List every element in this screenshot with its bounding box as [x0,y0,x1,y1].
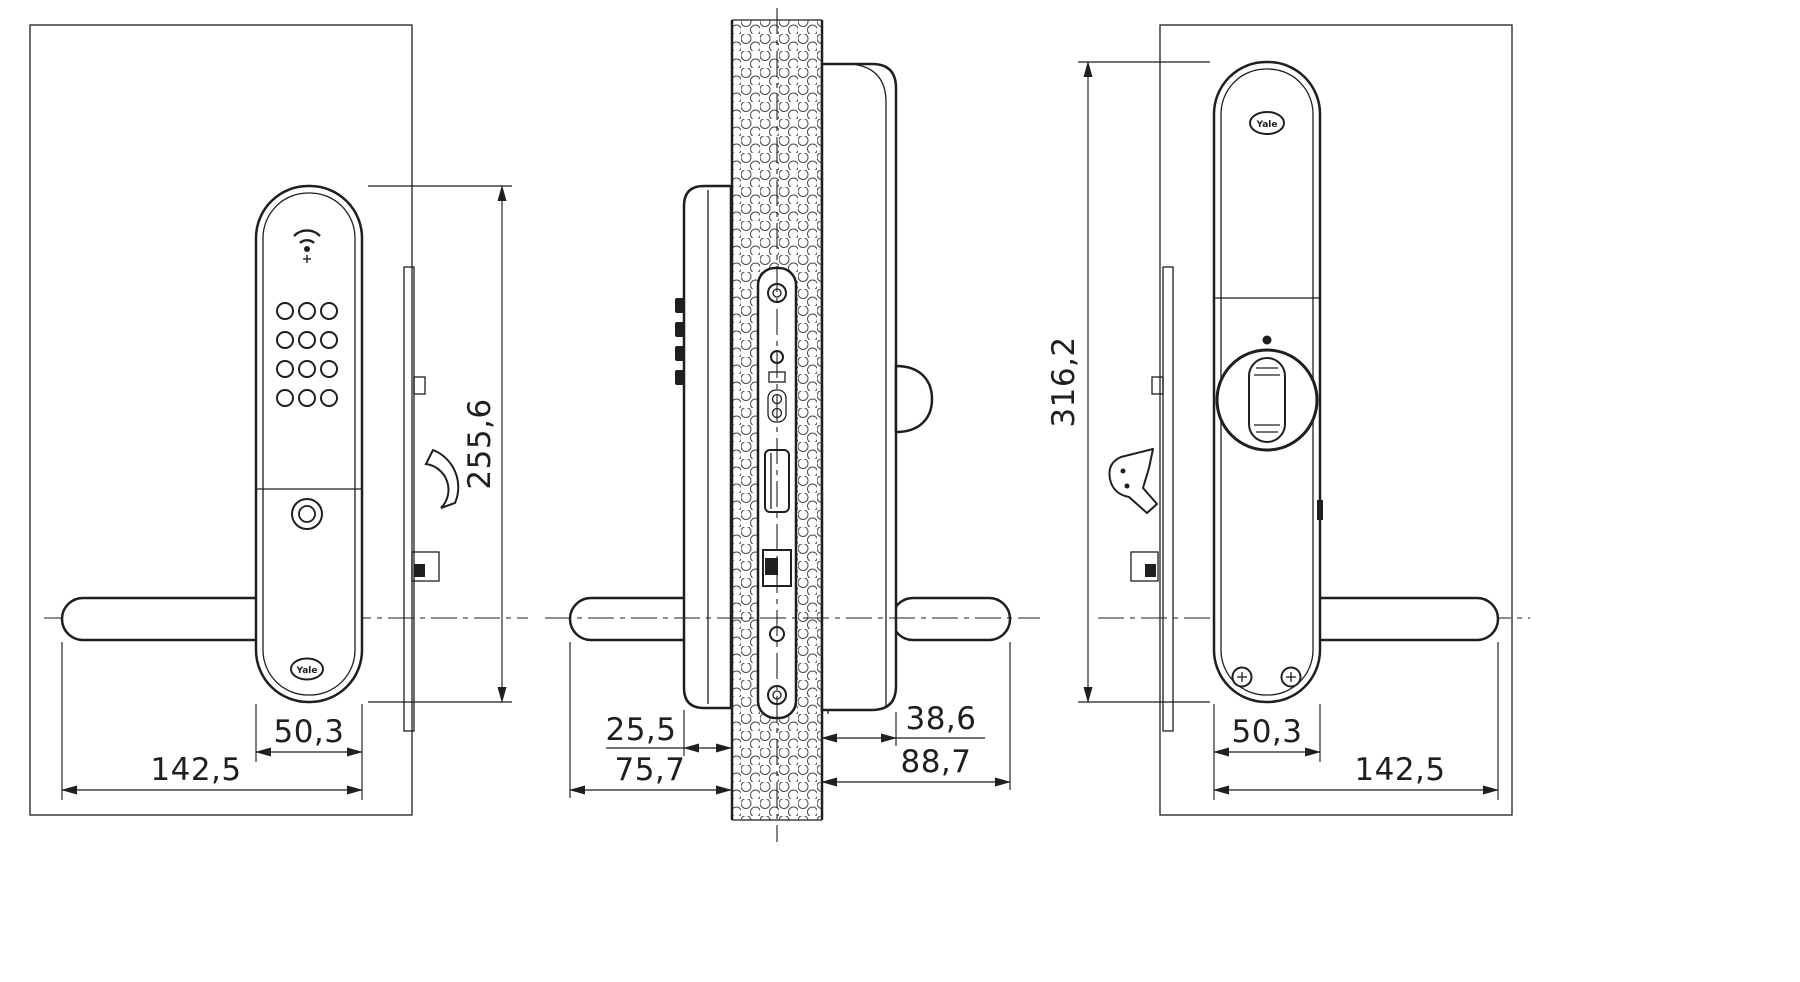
front-plate-tab [413,376,426,395]
brand-badge: Yale [290,657,324,681]
back-side-mark [1317,500,1323,520]
front-view: Yale 255,6 50,3 142,5 [29,24,528,816]
thumbturn-profile [894,364,934,434]
dimension-interior-depth: 38,6 [821,701,985,746]
dimension-back-overall-width: 142,5 [1213,642,1499,800]
dim-label-exterior-overall: 75,7 [614,752,685,788]
back-brand-text: Yale [1256,120,1278,130]
dim-label-exterior-depth: 25,5 [605,712,676,748]
back-plate-tab [1151,376,1164,395]
dimension-front-body-width: 50,3 [255,704,363,800]
dim-label-back-body-width: 50,3 [1231,714,1302,750]
dim-label-back-overall-width: 142,5 [1354,752,1445,788]
back-screw-right [1280,666,1302,688]
front-mount-plate [403,266,415,732]
dimension-back-body-width: 50,3 [1213,704,1321,800]
dim-label-interior-depth: 38,6 [905,701,976,737]
wifi-icon [293,229,321,263]
back-view-frame [1159,24,1513,816]
back-screw-left [1231,666,1253,688]
dim-label-front-body-width: 50,3 [273,714,344,750]
exterior-side-buttons [675,298,684,385]
dim-label-front-height: 255,6 [462,398,498,489]
back-mount-plate [1162,266,1174,732]
dimension-exterior-depth: 25,5 [605,710,732,756]
front-body [254,184,364,704]
dimension-back-height: 316,2 [1046,61,1210,703]
front-view-frame [29,24,413,816]
cylinder-button [291,498,323,530]
clip-icon-back [1130,551,1159,582]
clip-icon [411,551,440,582]
exterior-unit-profile [568,184,733,710]
keypad[interactable] [276,302,338,407]
lever-cam-icon [424,448,460,509]
key-icon [1108,448,1158,514]
dimension-front-height: 255,6 [368,185,512,703]
back-view: Yale 316,2 [1046,24,1530,816]
section-view: 25,5 75,7 38,6 88,7 [545,8,1040,842]
privacy-led [1262,335,1272,345]
front-body-inner [262,192,356,696]
brand-text: Yale [296,666,318,676]
dim-label-back-height: 316,2 [1046,336,1082,427]
dimension-interior-overall: 88,7 [821,642,1011,790]
interior-unit-profile [820,62,1012,714]
dimension-exterior-overall: 75,7 [569,642,732,798]
interior-handle-profile [890,596,1012,642]
back-brand-badge: Yale [1249,111,1285,135]
dim-label-front-overall-width: 142,5 [150,752,241,788]
dimension-front-overall-width: 142,5 [61,642,363,800]
thumbturn[interactable] [1215,348,1319,452]
dim-label-interior-overall: 88,7 [900,744,971,780]
